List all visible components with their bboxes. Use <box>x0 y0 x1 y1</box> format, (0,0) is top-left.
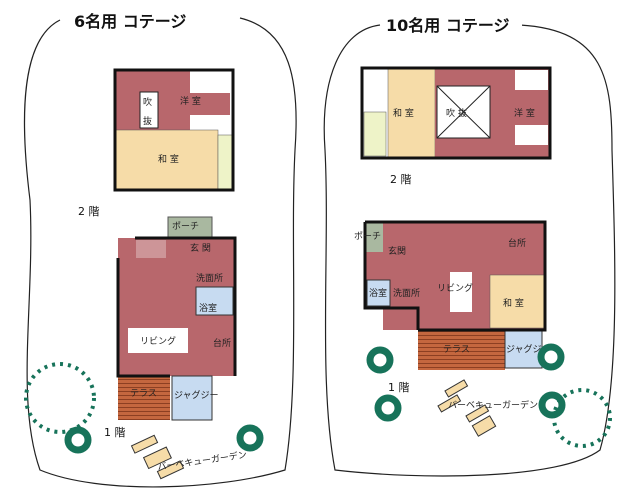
cottage-10-floor1: ポーチ 玄関 浴室 洗面所 リビング 台所 和 室 テラス ジャグジー <box>354 220 551 370</box>
room-label-washroom: 洗面所 <box>393 287 420 299</box>
room-label-kitchen: 台所 <box>213 337 231 349</box>
room-label-fukinuke-2: 抜 <box>143 115 152 127</box>
room-label-kitchen: 台所 <box>508 237 526 249</box>
site-outline <box>323 24 616 477</box>
room-label-japanese: 和 室 <box>503 297 524 309</box>
tree-icon <box>374 394 402 422</box>
room-label-japanese: 和 室 <box>158 153 179 165</box>
room-label-bath: 浴室 <box>369 287 387 299</box>
room-label-fukinuke: 吹 抜 <box>446 107 467 119</box>
floor2-label: 2 階 <box>390 172 412 186</box>
tree-icon <box>236 424 264 452</box>
room-label-western: 洋 室 <box>514 107 535 119</box>
room-label-jacuzzi: ジャグジー <box>174 389 219 401</box>
cottage-6-floor2: 吹 抜 洋 室 和 室 <box>113 68 235 192</box>
room-label-porch: ポーチ <box>172 221 199 232</box>
floor1-label: 1 階 <box>104 425 126 439</box>
cottage-10-floor2: 和 室 吹 抜 洋 室 <box>360 66 552 160</box>
bbq-tables <box>437 379 497 437</box>
room-label-western: 洋 室 <box>180 95 201 107</box>
room-label-fukinuke-1: 吹 <box>143 96 152 108</box>
room-label-entrance: 玄 関 <box>190 242 211 254</box>
room-label-living: リビング <box>437 282 473 294</box>
cottage-6-floor1: ポーチ 玄 関 洗面所 浴室 リビング 台所 テラス ジャグジー <box>116 216 237 421</box>
tree-icon <box>24 362 96 434</box>
room-label-bath: 浴室 <box>199 302 217 314</box>
cottage-6-section: 6名用 コテージ 吹 抜 洋 室 和 室 2 階 ポー <box>23 8 297 488</box>
floor2-label: 2 階 <box>78 204 100 218</box>
bbq-tables <box>130 434 185 480</box>
site-outline <box>23 17 297 488</box>
room-label-terrace: テラス <box>443 344 470 355</box>
tree-icon <box>366 346 394 374</box>
tree-icon <box>537 343 565 371</box>
room-label-japanese: 和 室 <box>393 107 414 119</box>
tree-icon <box>552 388 612 448</box>
room-label-washroom: 洗面所 <box>196 272 223 284</box>
room-label-porch: ポーチ <box>354 231 381 242</box>
tree-icon <box>64 426 92 454</box>
cottage-6-title: 6名用 コテージ <box>74 12 186 31</box>
cottage-10-section: 10名用 コテージ 和 室 吹 抜 洋 室 2 階 ポーチ <box>323 12 616 477</box>
tree-icon <box>538 391 566 419</box>
room-label-entrance: 玄関 <box>388 245 406 257</box>
room-label-living: リビング <box>140 335 176 347</box>
bbq-garden-label: バーベキューガーデン <box>157 449 248 473</box>
floor1-label: 1 階 <box>388 380 410 394</box>
bbq-garden-label: バーベキューガーデン <box>448 399 538 411</box>
room-label-terrace: テラス <box>130 388 157 399</box>
cottage-10-title: 10名用 コテージ <box>386 16 510 35</box>
